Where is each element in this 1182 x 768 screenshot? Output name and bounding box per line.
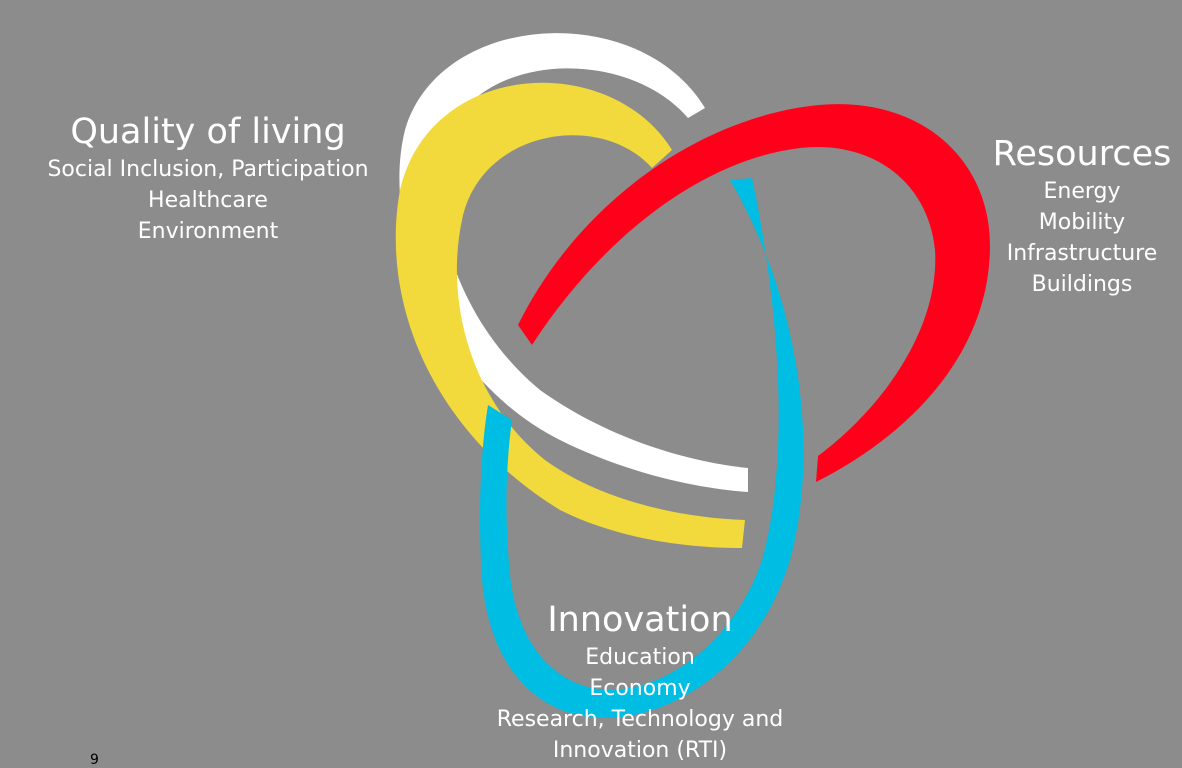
resources-group: Resources Energy Mobility Infrastructure…: [982, 132, 1182, 300]
innovation-item-education: Education: [585, 645, 695, 670]
quality-of-living-group: Quality of living Social Inclusion, Part…: [8, 110, 408, 247]
resources-title: Resources: [992, 134, 1172, 174]
innovation-item-rti-line1: Research, Technology and: [496, 707, 784, 732]
innovation-item-economy: Economy: [589, 676, 691, 701]
resources-item-mobility: Mobility: [1038, 210, 1126, 235]
quality-item-healthcare: Healthcare: [148, 188, 268, 213]
blue-loop: [480, 178, 804, 719]
innovation-title: Innovation: [547, 600, 733, 640]
yellow-loop: [395, 82, 745, 548]
quality-of-living-title: Quality of living: [70, 112, 346, 152]
innovation-group: Innovation Education Economy Research, T…: [440, 598, 840, 766]
quality-item-environment: Environment: [137, 219, 279, 244]
innovation-item-rti-line2: Innovation (RTI): [552, 738, 728, 763]
white-loop: [399, 33, 748, 493]
page-number: 9: [90, 752, 99, 768]
resources-item-infrastructure: Infrastructure: [1006, 241, 1158, 266]
resources-item-buildings: Buildings: [1031, 272, 1133, 297]
quality-item-social: Social Inclusion, Participation: [47, 157, 369, 182]
resources-item-energy: Energy: [1043, 179, 1121, 204]
red-loop: [518, 104, 990, 483]
